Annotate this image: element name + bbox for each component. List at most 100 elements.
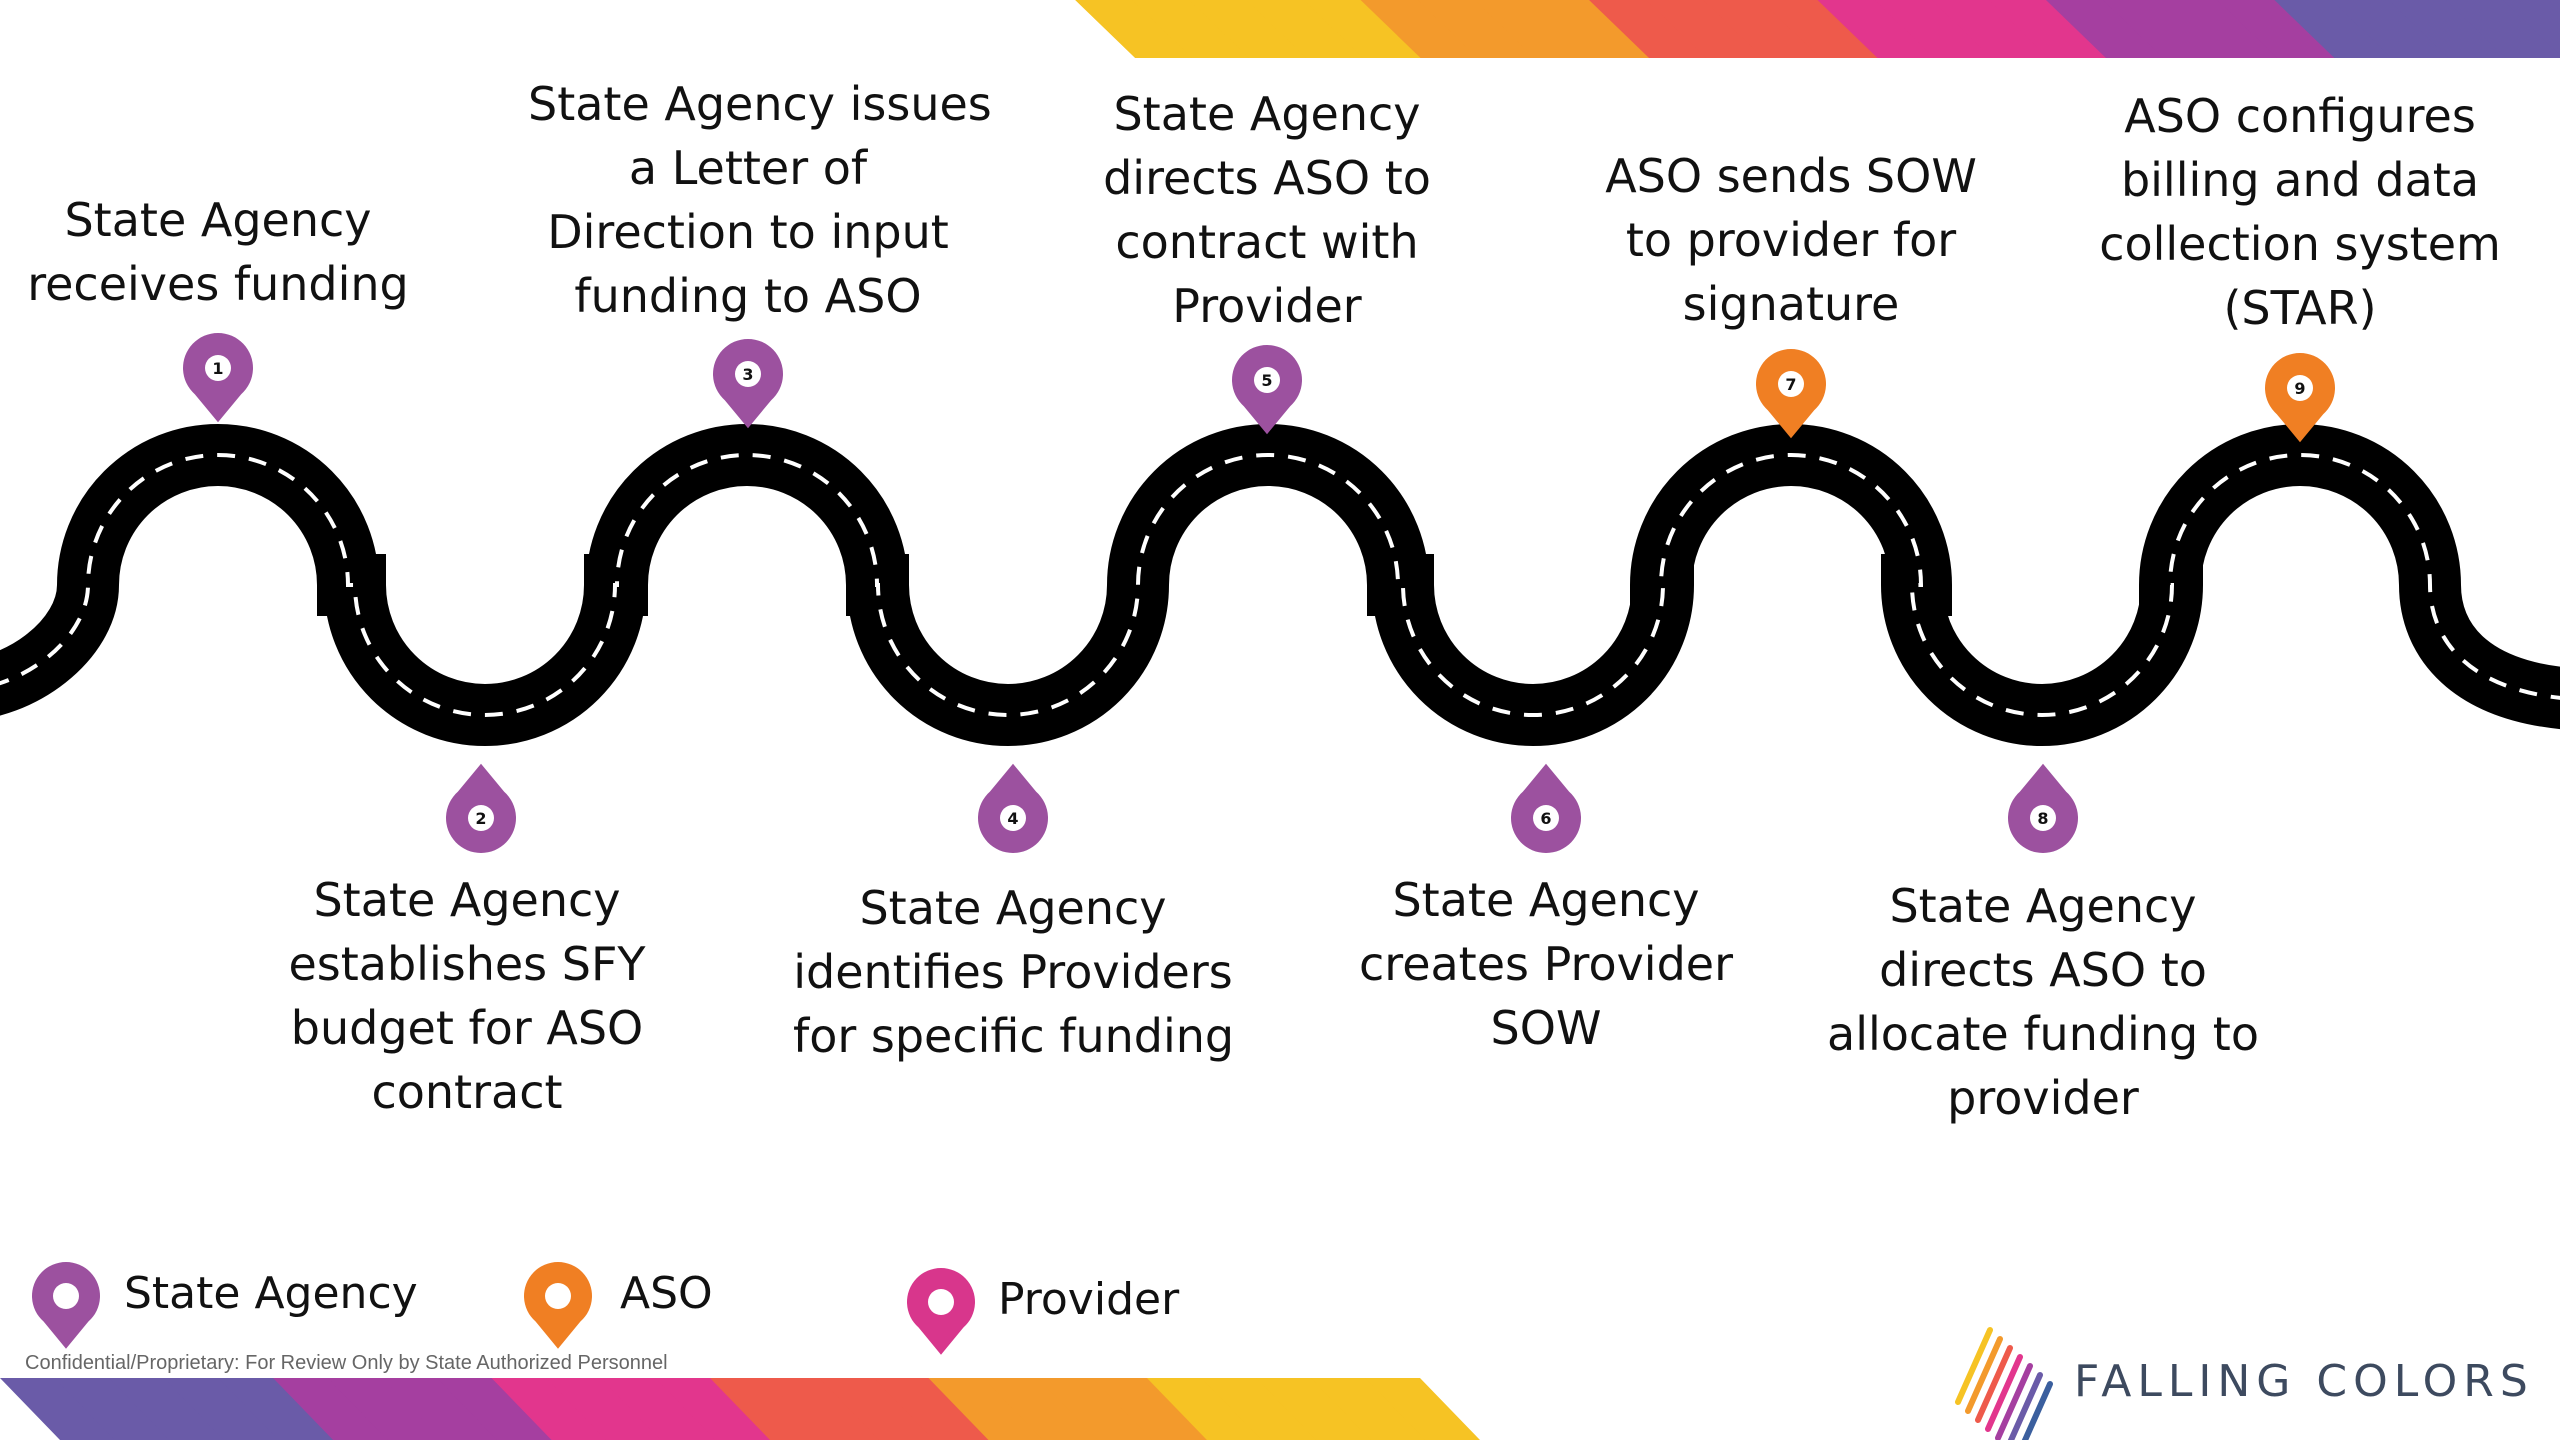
stripe-segment: [2274, 0, 2394, 58]
falling-colors-logo-icon: [1955, 1327, 2053, 1440]
stripe-segment: [1365, 1378, 1482, 1440]
stripe-segment: [873, 1378, 991, 1440]
logo-stroke: [1975, 1345, 2013, 1423]
stripe-segment: [1703, 0, 1823, 58]
stripe-segment: [1988, 0, 2108, 58]
step-label-line: State Agency: [64, 193, 372, 247]
stripe-segment: [928, 1378, 1046, 1440]
stripe-segment: [1201, 1378, 1319, 1440]
step-label-line: provider: [1947, 1071, 2139, 1125]
legend-label-aso: ASO: [620, 1268, 713, 1319]
pin-hole: [928, 1289, 954, 1315]
stripe-segment: [655, 1378, 772, 1440]
pin-hole: [545, 1283, 571, 1309]
legend-pin-provider: [907, 1268, 975, 1355]
pin-hole: [205, 355, 231, 381]
step-label-line: State Agency: [1392, 873, 1700, 927]
stripe-segment: [2103, 0, 2223, 58]
step-number: 4: [1007, 809, 1018, 828]
step-label-line: signature: [1682, 277, 1900, 331]
stripe-segment: [1531, 0, 1652, 58]
stripe-segment: [0, 1378, 117, 1440]
winding-road: [0, 424, 2560, 746]
logo-stroke: [1995, 1363, 2033, 1440]
stripe-segment: [1931, 0, 2051, 58]
road-surface: [0, 424, 2560, 746]
bottom-stripe-mask: [1420, 1378, 1560, 1440]
step-label-line: collection system: [2099, 217, 2501, 271]
step-marker-6: 6: [1511, 763, 1581, 853]
step-label-line: (STAR): [2223, 281, 2377, 335]
step-number: 3: [742, 365, 753, 384]
step-label-line: establishes SFY: [288, 937, 646, 991]
step-label-line: directs ASO to: [1879, 943, 2207, 997]
step-label-line: State Agency: [1113, 87, 1421, 141]
step-label-line: budget for ASO: [290, 1001, 644, 1055]
stripe-segment: [273, 1378, 390, 1440]
stripe-segment: [710, 1378, 827, 1440]
stripe-segment: [1589, 0, 1709, 58]
stripe-segment: [163, 1378, 281, 1440]
logo-stroke: [1985, 1354, 2023, 1432]
legend-pin-aso: [524, 1262, 593, 1349]
stripe-segment: [1189, 0, 1309, 58]
stripe-segment: [2217, 0, 2337, 58]
step-label-line: State Agency: [313, 873, 621, 927]
step-number: 1: [212, 359, 223, 378]
pin-hole: [1000, 805, 1026, 831]
stripe-segment: [1303, 0, 1423, 58]
step-label-line: receives funding: [27, 257, 409, 311]
step-label-line: State Agency: [859, 881, 1167, 935]
stripe-segment: [1146, 1378, 1264, 1440]
step-number: 9: [2294, 379, 2305, 398]
stripe-segment: [2331, 0, 2451, 58]
stripe-segment: [436, 1378, 554, 1440]
step-label-9: ASO configures billing and data collection…: [2080, 84, 2520, 340]
step-number: 6: [1540, 809, 1551, 828]
step-marker-1: 1: [183, 333, 253, 423]
stripe-segment: [1075, 0, 1195, 58]
step-label-line: Provider: [1172, 279, 1362, 333]
step-label-2: State Agency establishes SFY budget for AS…: [247, 868, 687, 1124]
stripe-segment: [1310, 1378, 1428, 1440]
stripe-segment: [218, 1378, 336, 1440]
stripe-segment: [1256, 1378, 1373, 1440]
top-stripe: [1075, 0, 2560, 58]
stripe-segment: [54, 1378, 172, 1440]
step-marker-3: 3: [713, 338, 783, 429]
legend-label-provider: Provider: [998, 1274, 1180, 1325]
step-label-line: billing and data: [2120, 153, 2480, 207]
stripe-segment: [1037, 1378, 1155, 1440]
stripe-segment: [2445, 0, 2560, 58]
pin-hole: [1254, 367, 1280, 393]
pin-hole: [1778, 371, 1804, 397]
pin-hole: [53, 1283, 79, 1309]
step-number: 7: [1785, 375, 1796, 394]
stripe-segment: [491, 1378, 609, 1440]
stripe-segment: [109, 1378, 226, 1440]
stripe-segment: [1092, 1378, 1209, 1440]
pin-hole: [2030, 805, 2056, 831]
step-label-line: creates Provider: [1359, 937, 1733, 991]
stripe-segment: [2502, 0, 2560, 56]
step-number: 2: [475, 809, 486, 828]
stripe-segment: [983, 1378, 1100, 1440]
step-label-line: ASO sends SOW: [1605, 149, 1977, 203]
stripe-segment: [1874, 0, 1994, 58]
step-marker-9: 9: [2265, 352, 2335, 443]
stripe-segment: [2160, 0, 2280, 58]
step-label-line: contract with: [1115, 215, 1419, 269]
confidentiality-note: Confidential/Proprietary: For Review Onl…: [25, 1352, 668, 1374]
stripe-segment: [2045, 0, 2166, 58]
step-label-line: ASO configures: [2124, 89, 2476, 143]
stripe-segment: [600, 1378, 718, 1440]
step-label-line: funding to ASO: [574, 269, 922, 323]
logo-stroke: [2021, 1381, 2053, 1440]
